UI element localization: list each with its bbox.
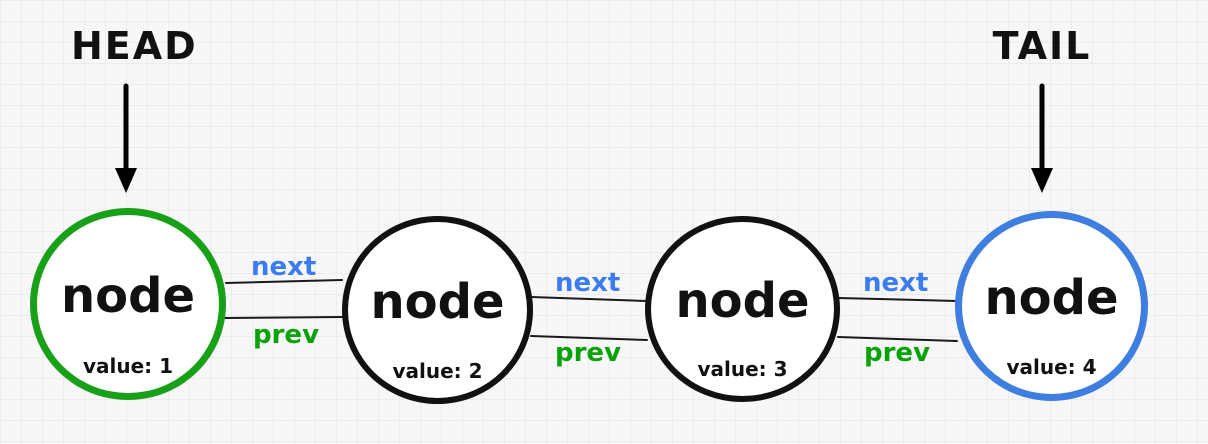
tail-arrow-head-icon	[1031, 168, 1053, 193]
link-1-next-label: next	[251, 252, 317, 282]
node-4-title: node	[984, 270, 1119, 326]
link-1-prev-line	[222, 316, 343, 319]
node-3-value: value: 3	[697, 357, 788, 381]
link-3-next-label: next	[863, 268, 929, 298]
tail-pointer-label: TAIL	[992, 24, 1092, 68]
link-1-prev-label: prev	[253, 320, 320, 350]
node-2-value: value: 2	[392, 359, 483, 383]
link-3-next-line	[837, 297, 958, 302]
node-2: node value: 2	[342, 216, 533, 404]
node-1-value: value: 1	[82, 354, 174, 378]
head-pointer-label: HEAD	[71, 24, 198, 68]
node-3: node value: 3	[645, 216, 840, 402]
node-4-value: value: 4	[1006, 355, 1097, 379]
node-1: node value: 1	[30, 208, 226, 400]
node-1-title: node	[60, 268, 196, 324]
node-4: node value: 4	[955, 211, 1148, 401]
link-3-prev-label: prev	[864, 338, 931, 368]
link-2-next-label: next	[555, 268, 621, 298]
link-2-prev-label: prev	[555, 338, 622, 368]
node-2-title: node	[370, 274, 505, 330]
node-3-title: node	[675, 273, 810, 329]
head-arrow-head-icon	[115, 168, 137, 193]
